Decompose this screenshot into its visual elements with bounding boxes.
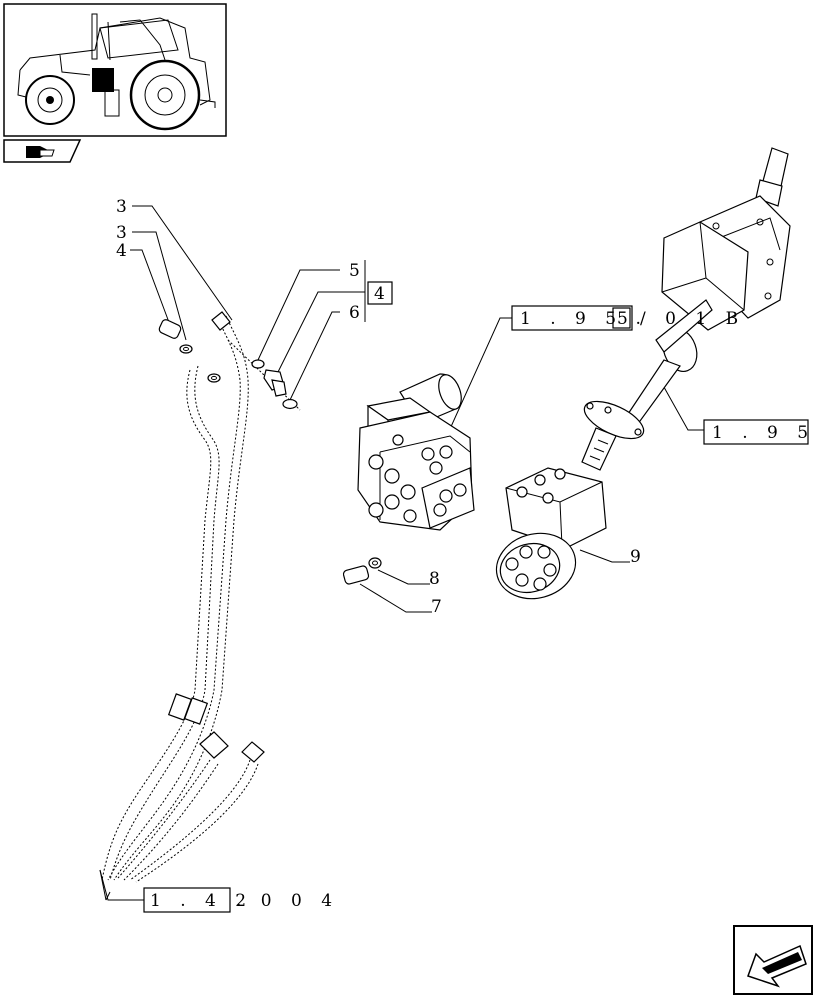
leader-lines xyxy=(99,205,704,901)
callout-5: 5 xyxy=(349,261,360,281)
steering-pump xyxy=(357,373,475,531)
ref-bottom-b: . 0 0 4 xyxy=(236,891,339,911)
callout-7: 7 xyxy=(431,597,442,617)
callout-4b: 4 xyxy=(374,284,385,304)
callout-3a: 3 xyxy=(116,197,127,217)
callout-6: 6 xyxy=(349,303,360,323)
ref-top[interactable]: 1 . 9 5 . 5 / 0 1 B xyxy=(511,305,745,331)
ref-top-a: 1 . 9 5 . xyxy=(520,309,648,329)
prev-page-arrow-icon[interactable] xyxy=(733,925,813,995)
ref-top-c: / 0 1 B xyxy=(640,309,745,329)
callout-4-box xyxy=(367,281,393,305)
steering-column xyxy=(581,147,791,471)
callout-8: 8 xyxy=(429,569,440,589)
hydraulic-hoses xyxy=(101,311,265,883)
bolt-and-washer xyxy=(342,557,382,585)
steering-motor xyxy=(495,467,607,600)
callout-9: 9 xyxy=(630,547,641,567)
ref-right[interactable]: 1 . 9 5 . 5 xyxy=(703,419,820,445)
fittings-group xyxy=(158,319,301,411)
ref-bottom-a: 1 . 4 2 xyxy=(150,891,253,911)
callout-3b: 3 xyxy=(116,223,127,243)
ref-bottom[interactable]: 1 . 4 2 . 0 0 4 xyxy=(143,887,339,913)
ref-top-b: 5 xyxy=(617,309,628,329)
ref-right-text: 1 . 9 5 . 5 xyxy=(712,423,820,443)
callout-4a: 4 xyxy=(116,241,127,261)
tractor-thumbnail[interactable] xyxy=(3,3,227,137)
book-arrow-icon[interactable] xyxy=(3,139,82,163)
